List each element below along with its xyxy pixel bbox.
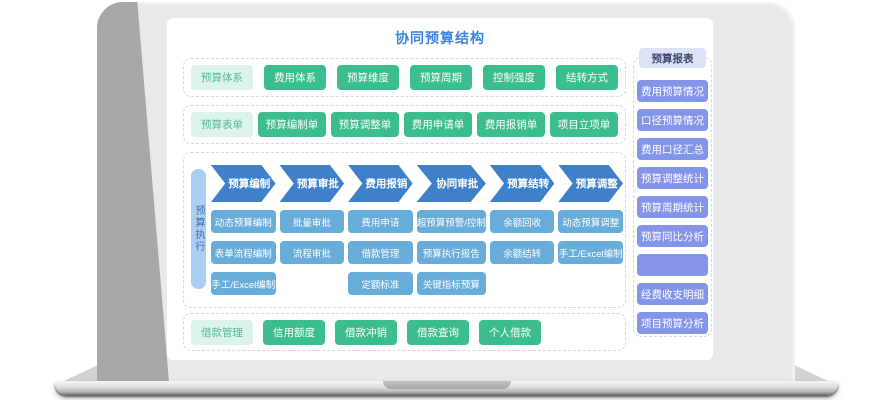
execution-chip[interactable]: 流程审批 [279,241,345,264]
flow-step-arrow: 预算调整 [558,165,623,202]
forms-chip[interactable]: 项目立项单 [550,112,618,137]
loan-chip[interactable]: 信用额度 [263,319,325,345]
sidebar-report-item[interactable]: 项目预算分析 [637,312,708,334]
flow-step-arrow: 预算结转 [489,165,555,202]
execution-chip[interactable]: 动态预算调整 [558,210,623,233]
laptop-base [55,381,838,395]
forms-row-label: 预算表单 [191,112,253,137]
budget-system-row: 预算体系费用体系预算维度预算周期控制强度结转方式 [183,58,626,97]
sidebar-report-item[interactable]: 口径预算情况 [637,109,708,131]
flow-step-arrow: 预算编制 [211,165,276,202]
report-sidebar: 费用预算情况口径预算情况费用口径汇总预算调整统计预算周期统计预算同比分析经费收支… [633,57,712,337]
system-row-label: 预算体系 [191,65,253,90]
sidebar-report-item[interactable]: 经费收支明细 [637,283,708,305]
flow-step-arrow: 预算审批 [279,165,345,202]
loan-chip[interactable]: 个人借款 [479,319,541,345]
execution-chip[interactable]: 批量审批 [279,210,345,233]
forms-chip[interactable]: 费用申请单 [404,112,472,137]
laptop-lid: 协同预算结构 预算体系费用体系预算维度预算周期控制强度结转方式 预算表单预算编制… [97,2,795,382]
flow-step-arrow: 费用报销 [348,165,413,202]
execution-vertical-tab: 预算执行 [191,169,206,289]
sidebar-report-item[interactable]: 费用预算情况 [637,80,708,102]
execution-chip[interactable]: 余额回收 [489,210,555,233]
execution-chip[interactable]: 定额标准 [348,272,413,295]
execution-chip[interactable]: 借款管理 [348,241,413,264]
execution-chip[interactable]: 手工/Excel编制 [558,241,623,264]
execution-chip[interactable]: 手工/Excel编制 [211,272,276,295]
forms-chip[interactable]: 预算编制单 [258,112,326,137]
flow-step-arrow: 协同审批 [416,165,486,202]
sidebar-report-item[interactable]: 预算调整统计 [637,167,708,189]
loan-chip[interactable]: 借款冲销 [335,319,397,345]
system-chip[interactable]: 预算周期 [410,65,472,90]
sidebar-report-item[interactable]: 预算周期统计 [637,196,708,218]
execution-chip[interactable]: 动态预算编制 [211,210,276,233]
loan-management-row: 借款管理信用额度借款冲销借款查询个人借款 [183,313,626,351]
system-chip[interactable]: 结转方式 [556,65,618,90]
execution-chip[interactable]: 预算执行报告 [416,241,486,264]
forms-chip[interactable]: 预算调整单 [331,112,399,137]
forms-chip[interactable]: 费用报销单 [477,112,545,137]
system-chip[interactable]: 控制强度 [483,65,545,90]
laptop-lid-left-edge [97,2,169,382]
execution-tab-label: 预算执行 [193,205,204,253]
execution-chip[interactable]: 关键指标预算 [416,272,486,295]
system-chip[interactable]: 预算维度 [337,65,399,90]
budget-forms-row: 预算表单预算编制单预算调整单费用申请单费用报销单项目立项单 [183,105,626,144]
budget-execution-section: 预算执行 预算编制动态预算编制表单流程编制手工/Excel编制预算审批批量审批流… [183,152,626,308]
system-chip[interactable]: 费用体系 [264,65,326,90]
sidebar-report-item[interactable]: 预算同比分析 [637,225,708,247]
execution-chip[interactable]: 超预算预警/控制 [416,210,486,233]
sidebar-report-item[interactable]: 费用口径汇总 [637,138,708,160]
execution-chip[interactable]: 表单流程编制 [211,241,276,264]
report-sidebar-header: 预算报表 [639,48,706,68]
page-title: 协同预算结构 [395,30,485,46]
execution-chip[interactable]: 费用申请 [348,210,413,233]
execution-chip[interactable]: 余额结转 [489,241,555,264]
laptop-notch [382,381,511,389]
execution-grid: 预算编制动态预算编制表单流程编制手工/Excel编制预算审批批量审批流程审批费用… [211,165,623,295]
loan-row-label: 借款管理 [191,319,253,345]
sidebar-report-item[interactable] [637,254,708,276]
loan-chip[interactable]: 借款查询 [407,319,469,345]
laptop-screen: 协同预算结构 预算体系费用体系预算维度预算周期控制强度结转方式 预算表单预算编制… [167,18,713,360]
